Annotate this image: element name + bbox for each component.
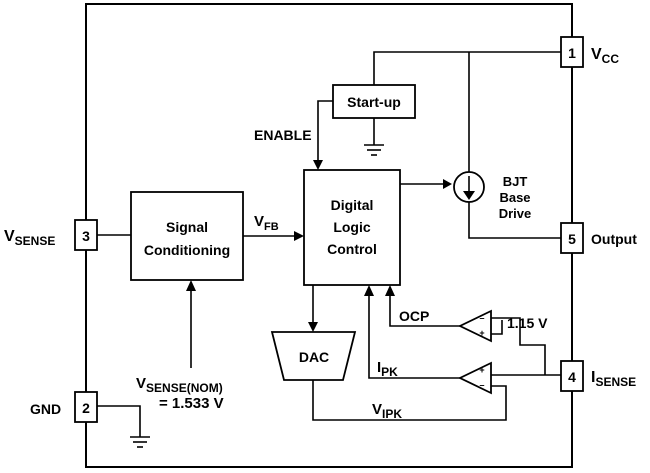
pin-number: 2 <box>82 400 90 416</box>
svg-text:Signal: Signal <box>166 219 208 235</box>
pin-number: 4 <box>568 369 576 385</box>
pin-label: ISENSE <box>591 369 636 389</box>
output-wire <box>468 202 561 239</box>
svg-text:Digital: Digital <box>331 197 374 213</box>
ground-icon <box>364 144 384 156</box>
svg-text:Start-up: Start-up <box>347 94 401 110</box>
pin-3-vsense: 3 VSENSE <box>4 219 98 251</box>
signal-conditioning-block: Signal Conditioning <box>130 191 244 281</box>
ipk-label: IPK <box>377 359 398 379</box>
ocp-reference-label: 1.15 V <box>507 315 548 331</box>
vsense-nom-label: VSENSE(NOM) <box>136 375 223 395</box>
pin-number: 5 <box>568 231 576 247</box>
svg-text:BJT: BJT <box>503 174 528 189</box>
ocp-label: OCP <box>399 308 429 324</box>
arrow-head <box>385 285 395 296</box>
pin-5-output: 5 Output <box>560 222 637 254</box>
arrow-head <box>313 160 323 170</box>
svg-text:Base: Base <box>499 190 530 205</box>
vfb-label: VFB <box>254 213 279 233</box>
arrow-head <box>294 231 304 241</box>
startup-block: Start-up <box>332 84 416 119</box>
dac-block: DAC <box>270 331 357 381</box>
svg-text:DAC: DAC <box>299 349 329 365</box>
pin-label: VCC <box>591 46 619 66</box>
arrow-head <box>308 322 318 332</box>
pin-label: GND <box>30 401 61 417</box>
svg-text:Conditioning: Conditioning <box>144 242 230 258</box>
bjt-base-drive: BJT Base Drive <box>453 171 532 221</box>
svg-text:Drive: Drive <box>499 206 532 221</box>
svg-text:Logic: Logic <box>333 219 371 235</box>
pin-number: 3 <box>82 228 90 244</box>
vipk-label: VIPK <box>372 401 402 421</box>
arrow-head <box>443 179 452 189</box>
pin-4-isense: 4 ISENSE <box>560 360 636 392</box>
pin-label: VSENSE <box>4 228 55 248</box>
ground-icon <box>130 436 150 448</box>
ocp-comparator: – + <box>457 309 492 343</box>
plus-sign: + <box>479 365 484 375</box>
vsense-nom-value: = 1.533 V <box>159 395 224 412</box>
digital-logic-control-block: Digital Logic Control <box>303 169 401 286</box>
vcc-rail <box>373 51 561 85</box>
svg-text:Control: Control <box>327 241 377 257</box>
arrow-head <box>186 280 196 291</box>
pin-1-vcc: 1 VCC <box>560 36 619 68</box>
minus-sign: – <box>479 313 484 323</box>
minus-sign: – <box>479 380 484 390</box>
enable-label: ENABLE <box>254 127 312 143</box>
pin-number: 1 <box>568 45 576 61</box>
plus-sign: + <box>479 328 484 338</box>
ipk-comparator: + – <box>457 361 492 395</box>
pin-label: Output <box>591 231 637 247</box>
arrow-head <box>364 285 374 296</box>
pin-2-gnd: 2 GND <box>30 391 98 423</box>
